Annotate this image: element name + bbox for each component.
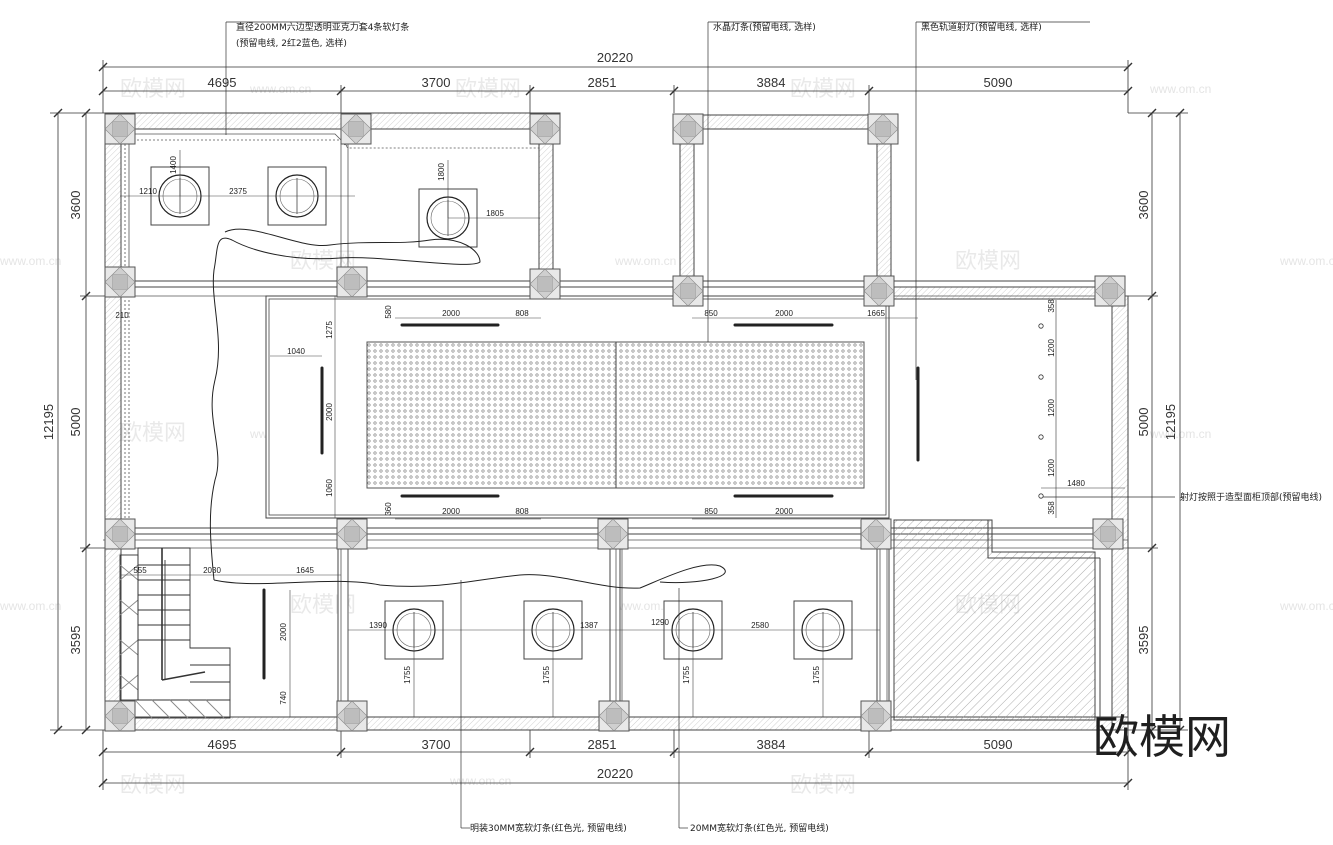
dim-right-total: 12195 (1163, 404, 1178, 440)
dim-1480: 1480 (1067, 479, 1085, 488)
note-30mm-strip: 明装30MM宽软灯条(红色光, 预留电线) (470, 822, 627, 834)
note-hexagon-acrylic-sub: (预留电线, 2红2蓝色, 选样) (236, 37, 347, 49)
dim-right-1: 3600 (1136, 191, 1151, 220)
dim-left-3: 3595 (68, 626, 83, 655)
dim-bottom-4: 3884 (757, 737, 786, 752)
linear-lights (262, 323, 920, 680)
dim-left-2: 5000 (68, 408, 83, 437)
dim-1400: 1400 (169, 156, 178, 174)
dim-1800: 1800 (437, 163, 446, 181)
dim-left-1: 3600 (68, 191, 83, 220)
dim-left-total: 12195 (41, 404, 56, 440)
watermark-url: www.om.cn (1149, 82, 1211, 96)
brand-logo: 欧模网 (1093, 710, 1231, 764)
hatched-room (893, 519, 1101, 721)
dim-2000-a: 2000 (442, 309, 460, 318)
dim-358-b: 358 (1047, 501, 1056, 515)
watermark-text: 欧模网 (120, 773, 186, 798)
dim-2375: 2375 (229, 187, 247, 196)
dim-1200-b: 1200 (1047, 399, 1056, 417)
watermark-text: 欧模网 (790, 77, 856, 102)
dim-bottom-5: 5090 (984, 737, 1013, 752)
dim-2000-f: 2000 (279, 623, 288, 641)
watermark-text: 欧模网 (455, 77, 521, 102)
watermark-url: www.om.cn (0, 599, 61, 613)
watermark-url: www.om.cn (449, 774, 511, 788)
note-cabinet-spotlight: 射灯按照于造型面柜顶部(预留电线) (1180, 491, 1322, 503)
note-hexagon-acrylic: 直径200MM六边型透明亚克力套4条软灯条 (236, 21, 409, 33)
dim-1390: 1390 (369, 621, 387, 630)
dim-right-3: 3595 (1136, 626, 1151, 655)
dim-850-b: 850 (704, 507, 718, 516)
leader-lines (225, 21, 1175, 829)
dim-808-b: 808 (515, 507, 529, 516)
watermark-text: 欧模网 (790, 773, 856, 798)
dim-1275: 1275 (325, 321, 334, 339)
dim-740: 740 (279, 691, 288, 705)
dim-1200-a: 1200 (1047, 339, 1056, 357)
dim-top-2: 3700 (422, 75, 451, 90)
dim-1060: 1060 (325, 479, 334, 497)
dim-total-bottom: 20220 (597, 766, 633, 781)
dim-right-2: 5000 (1136, 408, 1151, 437)
watermark-url: www.om.cn (1279, 599, 1333, 613)
dim-1040: 1040 (287, 347, 305, 356)
dim-580: 580 (384, 305, 393, 319)
dim-2580: 2580 (751, 621, 769, 630)
watermark-url: www.om.cn (0, 254, 61, 268)
dim-bottom-2: 3700 (422, 737, 451, 752)
note-crystal-strip: 水晶灯条(预留电线, 选样) (713, 21, 816, 33)
dim-1200-c: 1200 (1047, 459, 1056, 477)
dim-1755-d: 1755 (812, 666, 821, 684)
bottom-dimension-chain (98, 730, 1133, 790)
dim-555: 555 (133, 566, 147, 575)
watermark-url: www.om.cn (1279, 254, 1333, 268)
right-dimension-chain (1128, 108, 1188, 735)
dim-1665: 1665 (867, 309, 885, 318)
dim-808-a: 808 (515, 309, 529, 318)
dim-bottom-1: 4695 (208, 737, 237, 752)
feature-ceiling (265, 295, 890, 519)
dim-top-1: 4695 (208, 75, 237, 90)
watermark-text: 欧模网 (120, 421, 186, 446)
dim-1210: 1210 (139, 187, 157, 196)
dim-2000-d: 2000 (442, 507, 460, 516)
dim-210: 210 (115, 311, 129, 320)
dim-850-a: 850 (704, 309, 718, 318)
dim-total-top: 20220 (597, 50, 633, 65)
dim-360: 360 (384, 502, 393, 516)
dim-358-a: 358 (1047, 299, 1056, 313)
interior-dimension-lines (120, 150, 918, 717)
top-dimension-chain (98, 60, 1133, 113)
dim-top-3: 2851 (588, 75, 617, 90)
watermark-url: www.om.cn (249, 82, 311, 96)
dim-1805: 1805 (486, 209, 504, 218)
watermark-url: www.om.cn (614, 254, 676, 268)
dim-top-4: 3884 (757, 75, 786, 90)
watermark-text: 欧模网 (955, 249, 1021, 274)
note-20mm-strip: 20MM宽软灯条(红色光, 预留电线) (690, 822, 829, 834)
spotlights (1038, 300, 1125, 518)
dim-2000-b: 2000 (775, 309, 793, 318)
stair (119, 547, 231, 719)
dim-top-5: 5090 (984, 75, 1013, 90)
dim-2000-c: 2000 (325, 403, 334, 421)
dim-1290: 1290 (651, 618, 669, 627)
dim-bottom-3: 2851 (588, 737, 617, 752)
dim-1755-a: 1755 (403, 666, 412, 684)
freeform-light-strips (209, 228, 726, 589)
watermark-text: 欧模网 (120, 77, 186, 102)
watermark-url: www.om.cn (614, 599, 676, 613)
dim-2000-e: 2000 (775, 507, 793, 516)
left-dimension-chain (50, 108, 105, 735)
note-track-spotlight: 黑色轨道射灯(预留电线, 选样) (921, 21, 1042, 33)
dim-1645: 1645 (296, 566, 314, 575)
dim-1755-c: 1755 (682, 666, 691, 684)
dim-1755-b: 1755 (542, 666, 551, 684)
dim-1387: 1387 (580, 621, 598, 630)
dim-2030: 2030 (203, 566, 221, 575)
